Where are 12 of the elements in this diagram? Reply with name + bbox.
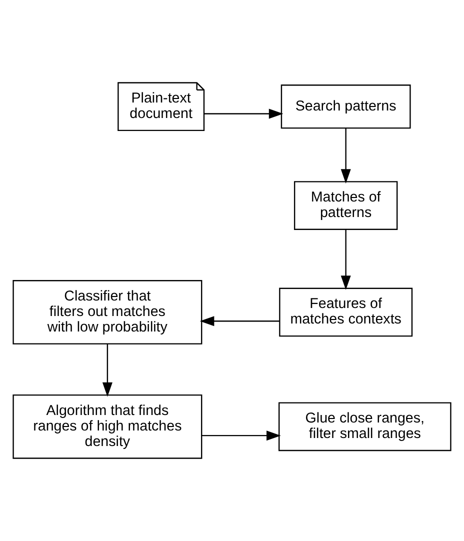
arrow [204,108,284,119]
arrow [340,230,351,290]
node-box: Classifier that filters out matches with low probability [12,280,202,344]
node-box: Features of matches contexts [279,288,413,337]
arrow [340,128,351,184]
node-box: Matches of patterns [294,181,398,230]
node-box: Search patterns [280,84,411,129]
arrow [200,316,280,326]
arrow [202,430,281,441]
node-box: Glue close ranges, filter small ranges [278,402,452,452]
node-box: Algorithm that finds ranges of high matches density [12,394,202,459]
arrow [102,344,112,397]
